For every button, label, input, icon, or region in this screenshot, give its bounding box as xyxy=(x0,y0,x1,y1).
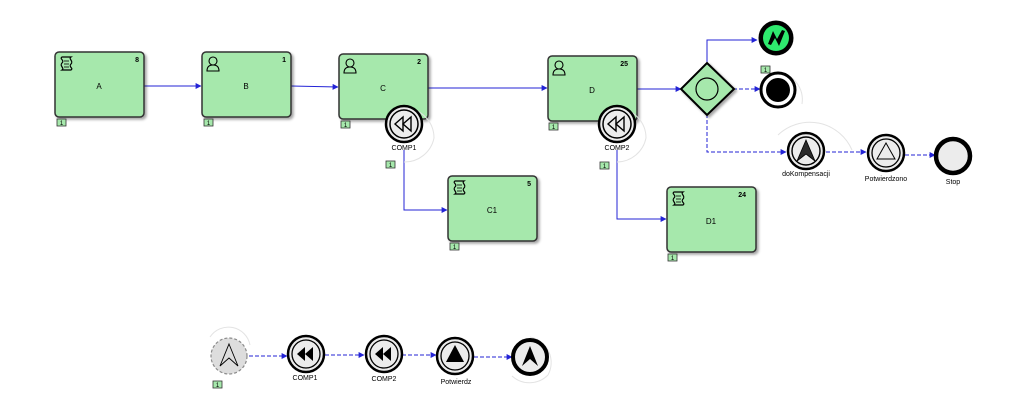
event-label: doKompensacji xyxy=(782,171,830,178)
badge-count: 1 xyxy=(60,121,64,127)
task-label: B xyxy=(243,82,248,91)
script-icon xyxy=(60,56,73,71)
signal-icon xyxy=(876,141,896,160)
sequence-flows xyxy=(144,37,936,360)
badge-count: 1 xyxy=(764,68,768,74)
task-label: A xyxy=(96,82,102,91)
task-d[interactable]: 25 D 1 xyxy=(547,55,638,131)
flow-gateway-to-dokompensacji[interactable] xyxy=(706,114,787,155)
sub-start-event[interactable]: 1 xyxy=(209,326,251,389)
badge-count: 1 xyxy=(216,383,220,389)
badge-count: 1 xyxy=(344,123,348,129)
multi-instance-badge xyxy=(385,160,396,169)
flow-comp1-to-c1[interactable] xyxy=(403,150,448,213)
flow-gateway-to-error-end[interactable] xyxy=(706,37,758,65)
sub-comp2-event[interactable]: COMP2 xyxy=(364,334,404,383)
flow-comp2-to-d1[interactable] xyxy=(616,150,667,222)
event-label: COMP1 xyxy=(293,375,318,382)
multi-instance-badge xyxy=(599,161,610,170)
task-number: 2 xyxy=(417,59,421,66)
terminate-icon xyxy=(766,78,790,102)
multi-instance-badge xyxy=(203,118,214,127)
rewind-icon xyxy=(297,347,313,361)
event-label: Stop xyxy=(946,179,961,186)
multi-instance-badge xyxy=(212,380,223,389)
comp1-boundary-event[interactable]: COMP1 1 xyxy=(384,104,435,169)
multi-instance-badge xyxy=(449,242,460,251)
multi-instance-badge xyxy=(667,253,678,262)
script-icon xyxy=(672,191,685,206)
user-icon xyxy=(343,58,357,74)
rewind-icon xyxy=(375,347,391,361)
task-number: 25 xyxy=(620,61,628,68)
user-icon xyxy=(206,56,220,72)
badge-count: 1 xyxy=(453,245,457,251)
badge-count: 1 xyxy=(603,164,607,170)
task-d1[interactable]: 24 D1 1 xyxy=(666,186,757,262)
rewind-icon xyxy=(606,115,625,133)
badge-count: 1 xyxy=(207,121,211,127)
multi-instance-badge xyxy=(760,65,771,74)
task-label: D xyxy=(589,86,595,95)
escalation-icon xyxy=(522,346,538,366)
multi-instance-badge xyxy=(340,120,351,129)
sub-comp1-event[interactable]: COMP1 xyxy=(286,334,326,382)
comp2-boundary-event[interactable]: COMP2 1 xyxy=(597,104,647,170)
badge-count: 1 xyxy=(671,256,675,262)
event-label: COMP2 xyxy=(372,376,397,383)
task-label: C1 xyxy=(487,206,498,215)
sub-end-event[interactable] xyxy=(511,336,552,384)
task-number: 1 xyxy=(282,57,286,64)
event-label: COMP1 xyxy=(392,145,417,152)
task-a[interactable]: 8 A 1 xyxy=(54,51,145,127)
potwierdzono-event[interactable]: Potwierdzono xyxy=(865,133,908,183)
task-c[interactable]: 2 C 1 xyxy=(338,53,429,129)
task-c1[interactable]: 5 C1 1 xyxy=(447,175,538,251)
event-label: Potwierdzono xyxy=(865,176,908,183)
escalation-icon xyxy=(219,342,239,367)
stop-end-event[interactable]: Stop xyxy=(933,136,973,186)
task-number: 8 xyxy=(135,57,139,64)
event-label: Potwierdz xyxy=(441,379,472,386)
script-icon xyxy=(453,180,466,195)
task-b[interactable]: 1 B 1 xyxy=(201,51,292,127)
badge-count: 1 xyxy=(389,163,393,169)
task-label: C xyxy=(380,84,386,93)
event-label: COMP2 xyxy=(605,145,630,152)
task-label: D1 xyxy=(706,217,717,226)
error-end-event[interactable] xyxy=(758,20,794,56)
rewind-icon xyxy=(393,115,412,133)
multi-instance-badge xyxy=(548,122,559,131)
multi-instance-badge xyxy=(56,118,67,127)
dokompensacji-event[interactable]: doKompensacji xyxy=(777,121,853,178)
flow-b-to-c[interactable] xyxy=(290,83,339,90)
lightning-icon xyxy=(768,30,785,46)
badge-count: 1 xyxy=(552,125,556,131)
sub-potwierdz-event[interactable]: Potwierdz xyxy=(435,336,475,386)
task-number: 5 xyxy=(527,181,531,188)
exclusive-gateway[interactable] xyxy=(679,61,736,117)
signal-icon xyxy=(446,345,464,362)
terminate-end-event[interactable]: 1 xyxy=(759,65,803,109)
escalation-icon xyxy=(796,138,816,162)
task-number: 24 xyxy=(738,192,746,199)
user-icon xyxy=(552,60,566,76)
